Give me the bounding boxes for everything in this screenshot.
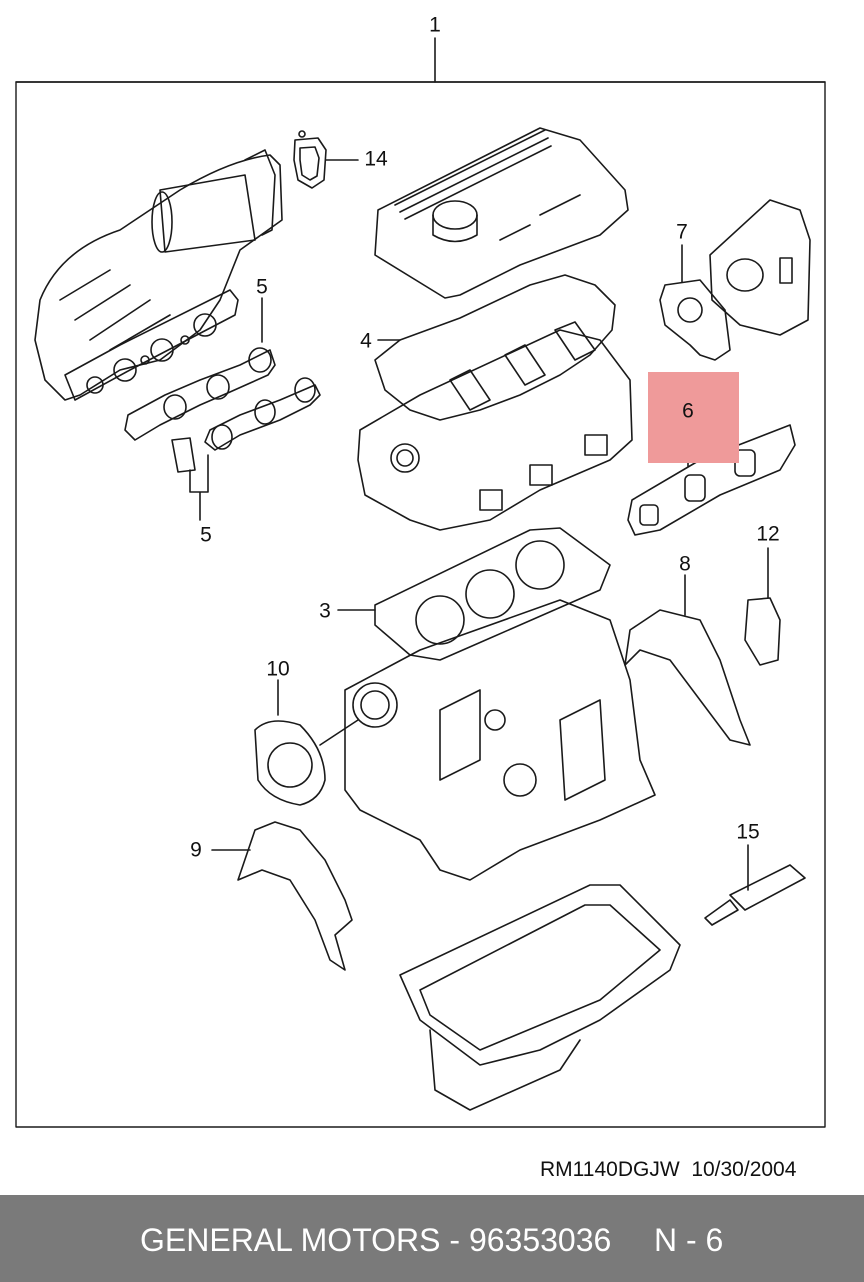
parts-diagram: [15, 37, 826, 1128]
head-gasket-3-drawing: [374, 527, 611, 661]
gasket-12-drawing: [744, 597, 781, 666]
diagram-frame: [15, 81, 826, 1128]
gasket-8-drawing: [624, 609, 751, 746]
callout-4: 4: [360, 329, 372, 353]
highlight-box: [648, 372, 739, 463]
callout-10: 10: [266, 657, 290, 681]
callout-5-lower: 5: [200, 523, 212, 547]
footer-bar: GENERAL MOTORS - 96353036 N - 6: [0, 1195, 864, 1282]
intake-manifold-drawing: [34, 149, 283, 401]
gasket-10-drawing: [254, 720, 326, 806]
thermostat-housing-drawing: [709, 199, 811, 336]
callout-8: 8: [679, 552, 691, 576]
cylinder-head-drawing: [357, 321, 633, 531]
footer-page-label: N - 6: [654, 1222, 724, 1258]
valve-cover-gasket-4-drawing: [374, 274, 616, 421]
document-reference: RM1140DGJW 10/30/2004: [540, 1158, 796, 1182]
callout-9: 9: [190, 838, 202, 862]
gasket-9-drawing: [237, 821, 353, 971]
sealant-tube-15-drawing: [704, 864, 806, 926]
callout-5-upper: 5: [256, 275, 268, 299]
exhaust-gasket-6-drawing: [627, 424, 796, 536]
intake-gaskets-5-drawing: [124, 347, 321, 473]
gasket-14-drawing: [293, 130, 327, 189]
oil-pan-drawing: [399, 884, 681, 1111]
footer-part-number: GENERAL MOTORS - 96353036: [140, 1222, 612, 1258]
callout-12: 12: [756, 522, 780, 546]
document-date: 10/30/2004: [691, 1158, 797, 1181]
callout-3: 3: [319, 599, 331, 623]
callout-6: 6: [682, 399, 694, 423]
valve-cover-drawing: [374, 127, 629, 299]
leader-line-5b: [189, 454, 209, 521]
document-id: RM1140DGJW: [540, 1158, 680, 1181]
callout-15: 15: [736, 820, 760, 844]
callout-1: 1: [429, 13, 441, 37]
callout-14: 14: [364, 147, 388, 171]
engine-block-drawing: [344, 599, 656, 881]
callout-7: 7: [676, 220, 688, 244]
gasket-7-drawing: [659, 279, 731, 361]
